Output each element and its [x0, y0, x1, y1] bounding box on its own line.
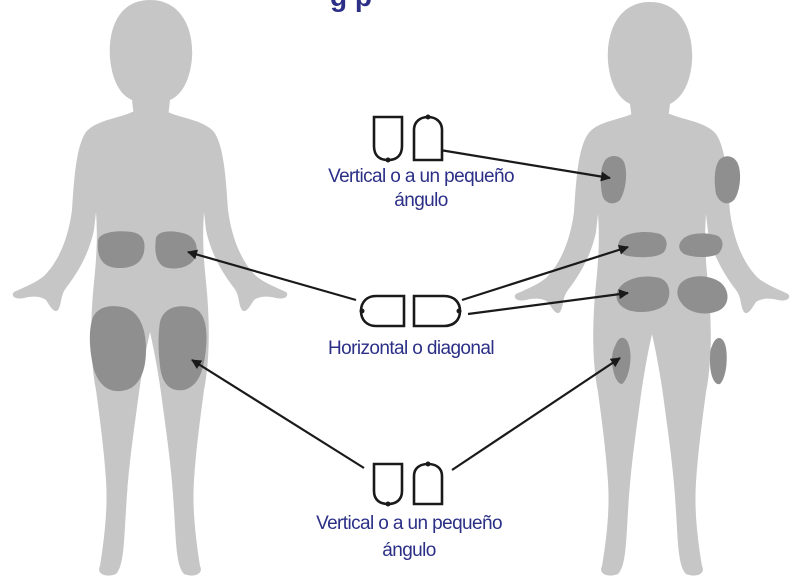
middle-label: Horizontal o diagonal — [276, 338, 546, 360]
front-abdomen-zone-left — [98, 231, 145, 268]
pod-horizontal-icon — [360, 296, 462, 326]
pod-vertical-icon — [374, 462, 442, 507]
arrow-to-front-thigh — [192, 360, 364, 468]
front-abdomen-zone-right — [155, 231, 196, 268]
back-arm-zone-right — [715, 156, 740, 203]
lower-label-line1: Vertical o a un pequeño — [274, 513, 544, 535]
back-thigh-zone-right — [710, 338, 727, 384]
lower-label-line2: ángulo — [274, 540, 544, 562]
front-thigh-zone-left — [90, 306, 146, 391]
upper-label-line1: Vertical o a un pequeño — [286, 166, 556, 188]
arrow-to-back-thigh — [452, 358, 620, 470]
upper-label-line2: ángulo — [286, 190, 556, 212]
front-body-silhouette — [13, 0, 288, 576]
pod-vertical-icon — [374, 115, 442, 163]
back-lower-back-zone-right — [679, 233, 722, 257]
